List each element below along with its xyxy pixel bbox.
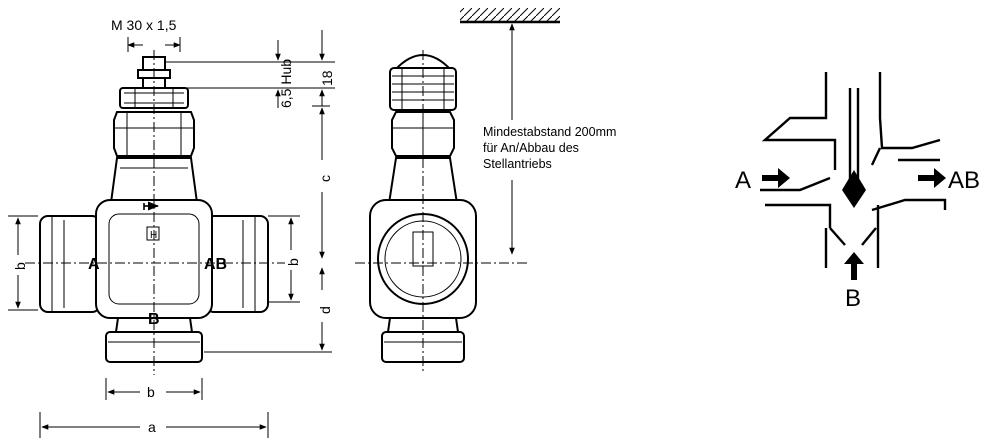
schematic-port-b: B bbox=[845, 285, 861, 312]
schematic-port-ab: AB bbox=[948, 167, 980, 194]
dim-b-right: b bbox=[285, 258, 301, 266]
note-line-1: Mindestabstand 200mm bbox=[483, 125, 617, 139]
flow-schematic: A AB B bbox=[735, 72, 980, 312]
schematic-port-a: A bbox=[735, 167, 751, 194]
note-line-2: für An/Abbau des bbox=[483, 141, 579, 155]
thread-label: M 30 x 1,5 bbox=[111, 17, 177, 33]
front-port-a: A bbox=[88, 256, 100, 273]
dim-18: 18 bbox=[319, 70, 335, 86]
stroke-label: 6,5 Hub bbox=[278, 59, 294, 108]
dim-c: c bbox=[317, 175, 333, 182]
dim-b-bottom: b bbox=[147, 384, 155, 400]
dim-d: d bbox=[317, 306, 333, 314]
note-line-3: Stellantriebs bbox=[483, 157, 552, 171]
dim-a: a bbox=[148, 419, 156, 435]
front-port-b: B bbox=[148, 311, 160, 328]
clearance-note: Mindestabstand 200mm für An/Abbau des St… bbox=[483, 124, 616, 172]
badge-h: H bbox=[150, 230, 157, 241]
side-view bbox=[355, 50, 530, 372]
front-view: H A AB B bbox=[25, 50, 285, 375]
front-port-ab: AB bbox=[204, 256, 227, 273]
dim-b-left: b bbox=[12, 262, 28, 270]
